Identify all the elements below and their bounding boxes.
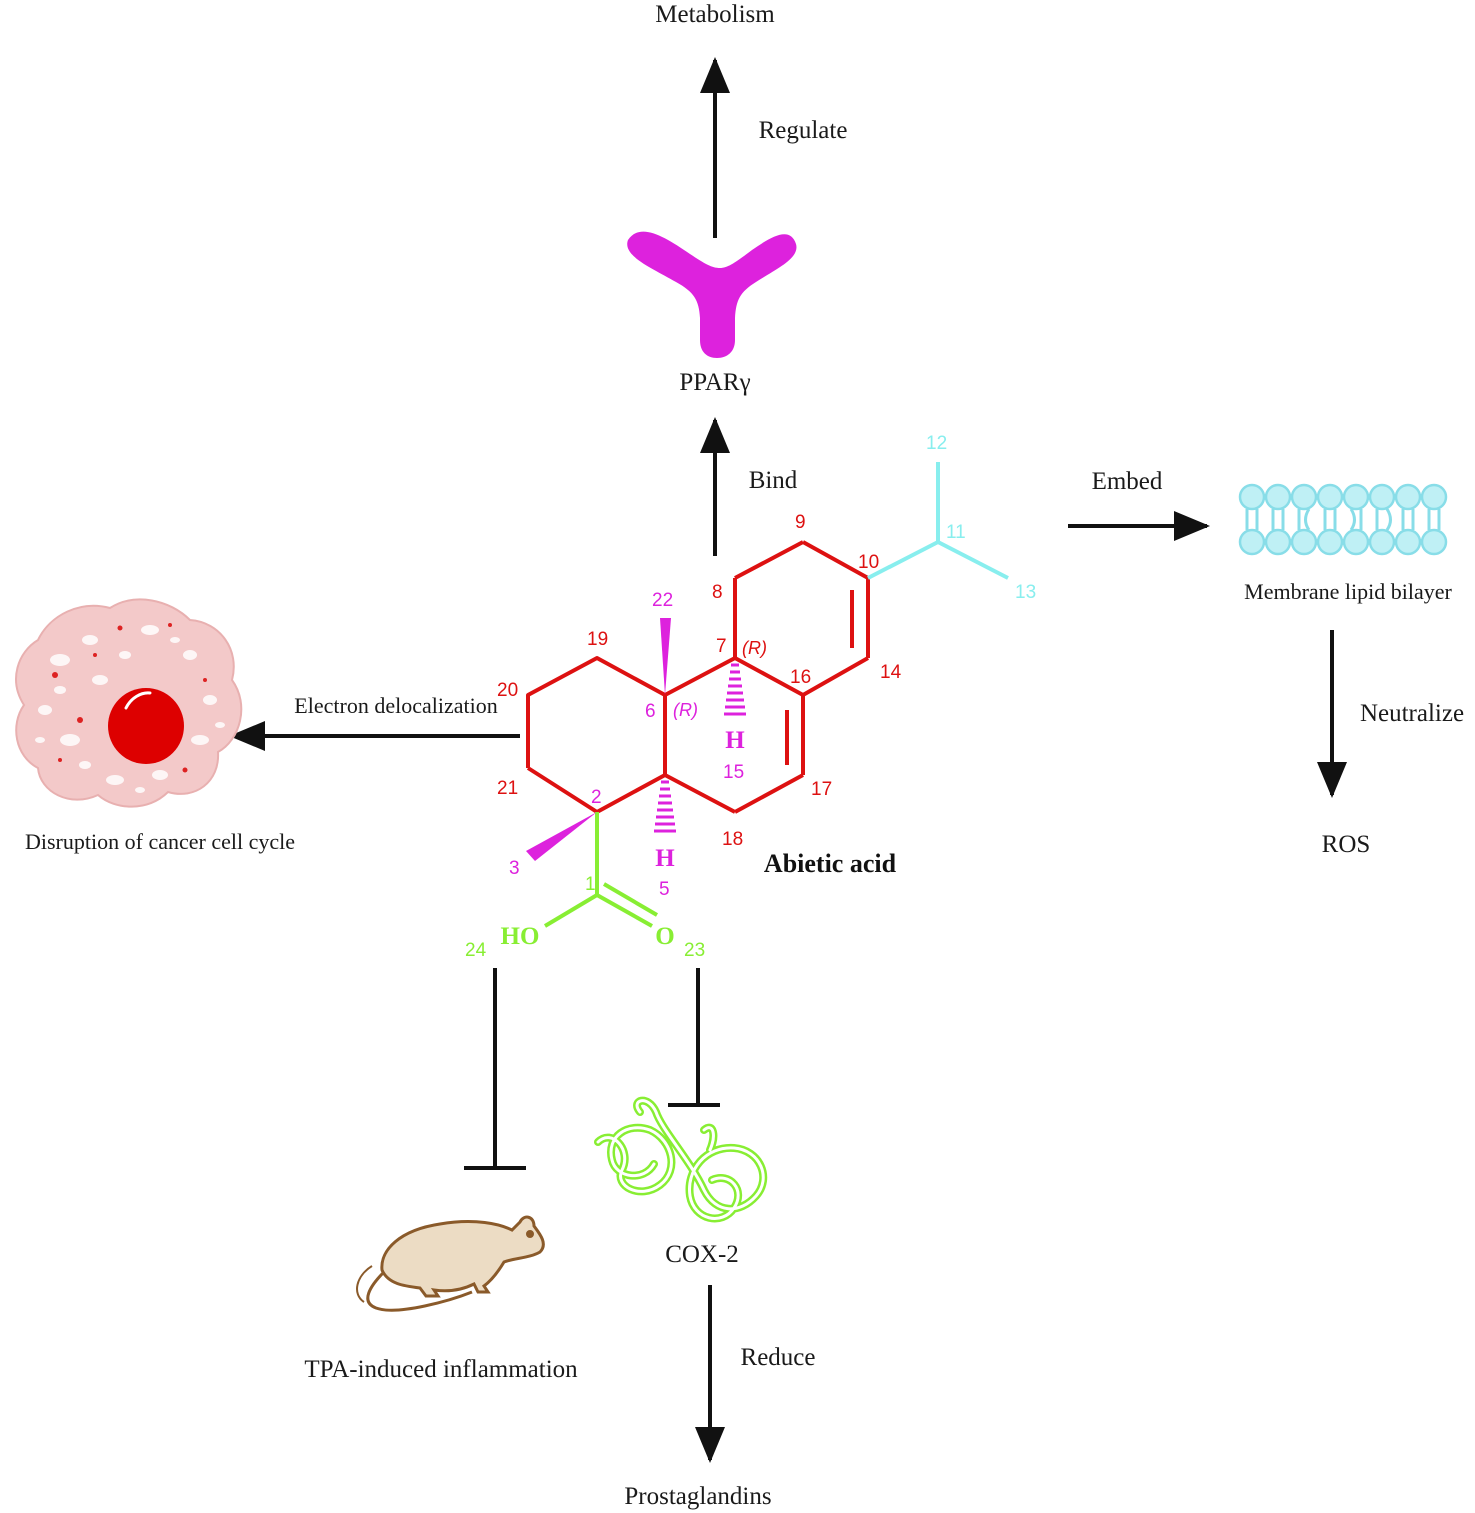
num-14: 14	[880, 662, 902, 683]
methyl-wedge-22	[660, 618, 671, 695]
abietic-acid-structure: H H HO O (R) (R) 1 2 3 5 6 7 8 9 10 11 1…	[465, 433, 1036, 961]
label-cancer-disruption: Disruption of cancer cell cycle	[25, 829, 295, 854]
label-prostaglandins: Prostaglandins	[624, 1483, 771, 1510]
num-10: 10	[858, 552, 879, 573]
label-regulate: Regulate	[759, 117, 848, 144]
num-24: 24	[465, 940, 487, 961]
num-16: 16	[790, 667, 811, 688]
atom-h15: H	[725, 727, 745, 754]
label-electron-delocalization: Electron delocalization	[294, 693, 497, 718]
num-1: 1	[585, 874, 596, 895]
ring-bonds	[526, 540, 870, 814]
num-3: 3	[509, 858, 520, 879]
atom-h5: H	[655, 845, 675, 872]
cox2-enzyme-icon	[594, 1096, 768, 1223]
cell-nucleus	[108, 688, 184, 764]
num-8: 8	[712, 582, 723, 603]
atom-hydroxyl: HO	[501, 923, 540, 950]
num-20: 20	[497, 680, 518, 701]
label-tpa-inflammation: TPA-induced inflammation	[304, 1356, 578, 1383]
num-9: 9	[795, 512, 806, 533]
num-15: 15	[723, 762, 744, 783]
lipid-heads-top	[1238, 483, 1448, 511]
carboxyl-group	[543, 812, 659, 928]
num-22: 22	[652, 590, 673, 611]
label-neutralize: Neutralize	[1360, 700, 1464, 727]
labels: Metabolism Regulate PPARγ Bind Embed Mem…	[25, 1, 1464, 1510]
num-12: 12	[926, 433, 947, 454]
num-13: 13	[1015, 582, 1036, 603]
hashed-bond-15	[724, 663, 746, 716]
hashed-bond-5	[654, 780, 676, 833]
num-23: 23	[684, 940, 705, 961]
label-reduce: Reduce	[741, 1344, 816, 1371]
membrane-lipid-bilayer-icon	[1238, 483, 1448, 556]
label-bind: Bind	[749, 467, 798, 494]
stereo-r7: (R)	[742, 638, 767, 658]
label-metabolism: Metabolism	[655, 1, 775, 28]
ppar-receptor-icon	[627, 231, 797, 358]
num-17: 17	[811, 779, 832, 800]
label-ros: ROS	[1322, 831, 1371, 858]
num-5: 5	[659, 879, 670, 900]
atom-numbers: 1 2 3 5 6 7 8 9 10 11 12 13 14 15 16 17 …	[465, 433, 1036, 961]
rat-icon	[356, 1215, 545, 1312]
num-11: 11	[946, 522, 966, 543]
isopropyl-group	[867, 462, 1009, 580]
lipid-tails	[1245, 508, 1441, 531]
cancer-cell-icon	[15, 598, 243, 808]
num-18: 18	[722, 829, 743, 850]
label-embed: Embed	[1092, 468, 1163, 495]
label-cox2: COX-2	[665, 1241, 739, 1268]
label-ppar: PPARγ	[679, 369, 750, 396]
arrows	[229, 57, 1347, 1463]
molecule-name: Abietic acid	[764, 849, 897, 878]
lipid-heads-bottom	[1238, 528, 1448, 556]
num-6: 6	[645, 701, 656, 722]
label-membrane: Membrane lipid bilayer	[1244, 579, 1452, 604]
methyl-wedge-3	[526, 812, 597, 861]
num-21: 21	[497, 778, 518, 799]
num-2: 2	[591, 787, 602, 808]
stereo-r6: (R)	[673, 700, 698, 720]
num-7: 7	[716, 636, 727, 657]
num-19: 19	[587, 629, 608, 650]
atom-carbonyl-oxygen: O	[655, 923, 674, 950]
